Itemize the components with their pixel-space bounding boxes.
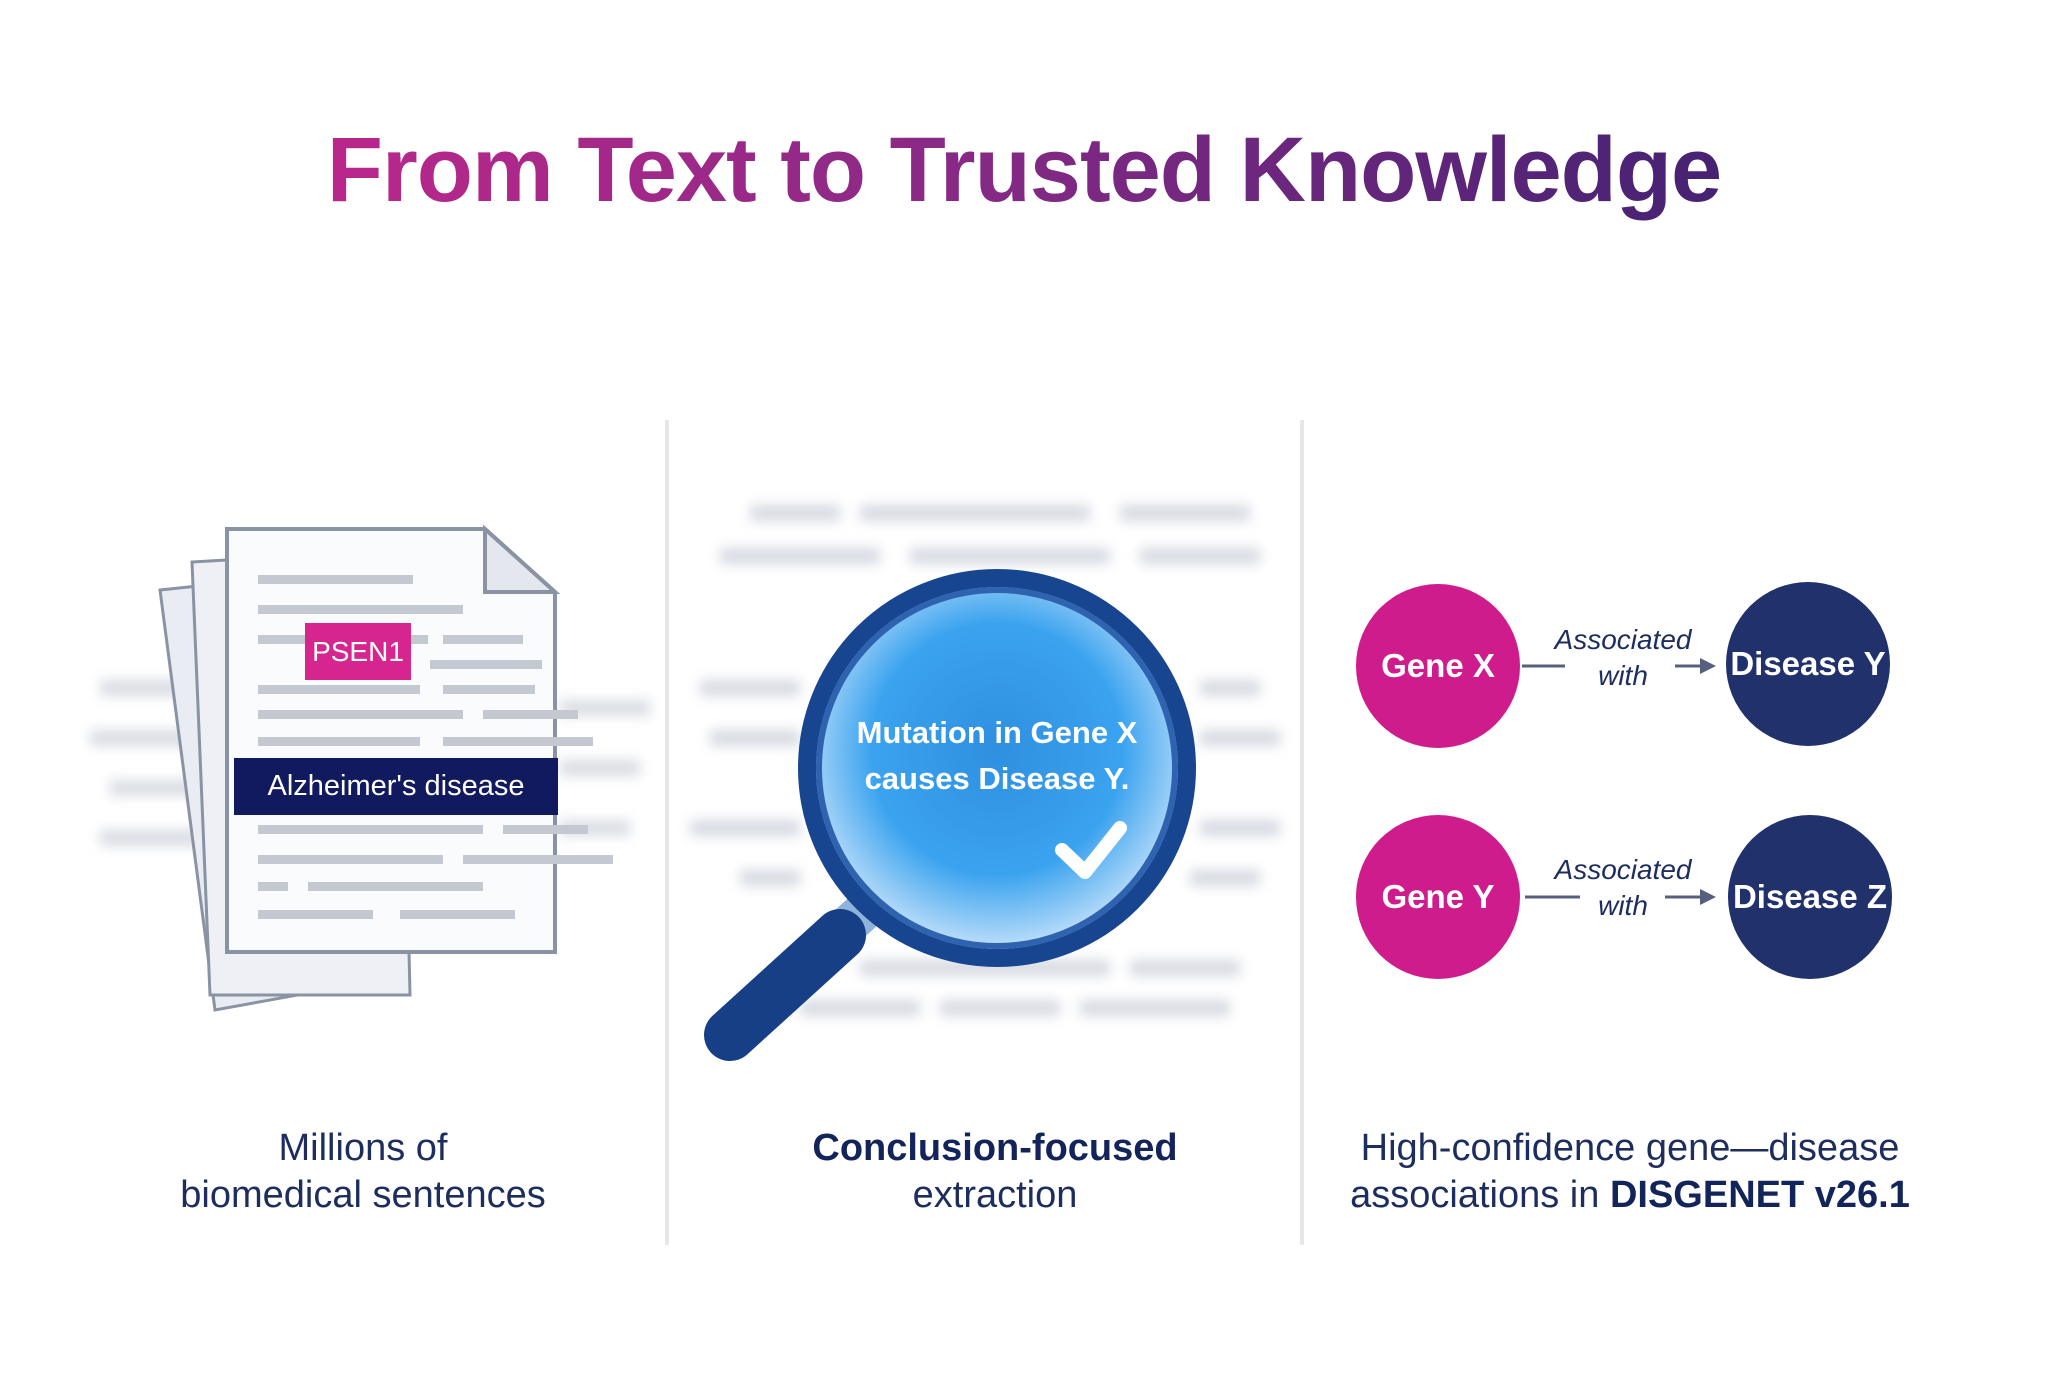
checkmark-icon — [1055, 821, 1127, 879]
page-title: From Text to Trusted Knowledge — [0, 118, 2048, 223]
relation-line1: Associated — [1554, 854, 1692, 885]
caption-sentences: Millions of biomedical sentences — [83, 1125, 643, 1219]
gene-node: Gene Y — [1356, 815, 1520, 979]
relation-line2: with — [1598, 890, 1648, 921]
relation-label: Associated with — [1538, 852, 1708, 924]
caption-line: High-confidence gene—disease — [1360, 1127, 1900, 1169]
caption-line: Millions of — [278, 1127, 448, 1169]
relation-label: Associated with — [1538, 622, 1708, 694]
relation-line1: Associated — [1554, 624, 1692, 655]
disease-node: Disease Z — [1728, 815, 1892, 979]
caption-extraction: Conclusion-focused extraction — [715, 1125, 1275, 1219]
disease-tag: Alzheimer's disease — [234, 758, 558, 815]
caption-bold: Conclusion-focused — [812, 1127, 1178, 1169]
caption-bold: DISGENET v26.1 — [1609, 1174, 1910, 1216]
lens-text-line2: causes Disease Y. — [864, 761, 1130, 796]
disease-node: Disease Y — [1726, 582, 1890, 746]
caption-line: biomedical sentences — [180, 1174, 546, 1216]
association-arrows — [1522, 658, 1716, 905]
lens-text: Mutation in Gene X causes Disease Y. — [827, 710, 1167, 802]
caption-line: extraction — [912, 1174, 1078, 1216]
gene-node: Gene X — [1356, 584, 1520, 748]
magnifier-icon — [690, 505, 1280, 1061]
relation-line2: with — [1598, 660, 1648, 691]
caption-associations: High-confidence gene—disease association… — [1350, 1125, 1910, 1219]
gene-tag: PSEN1 — [305, 623, 411, 680]
divider — [1300, 420, 1304, 1245]
lens-text-line1: Mutation in Gene X — [856, 715, 1138, 750]
caption-line: associations in — [1350, 1174, 1610, 1216]
divider — [665, 420, 669, 1245]
